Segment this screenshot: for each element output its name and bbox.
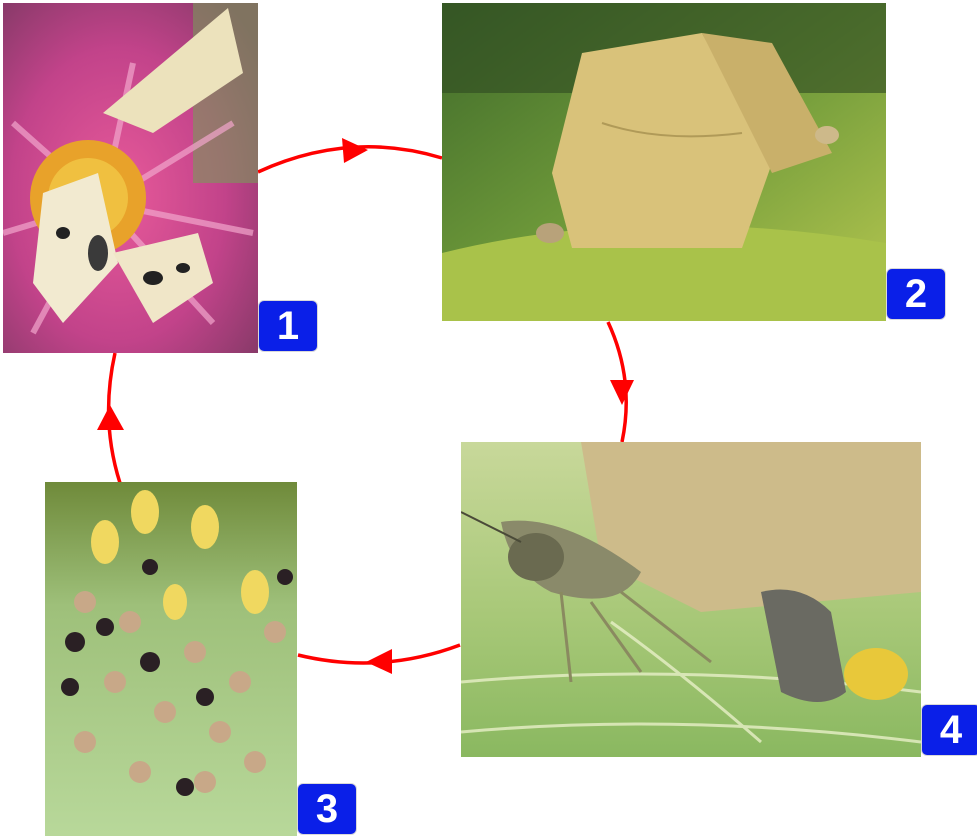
stage-2-badge: 2 [887, 269, 945, 319]
stage-4-photo [461, 442, 921, 757]
arrowhead-3-to-1 [97, 405, 124, 430]
arrowhead-1-to-2 [342, 138, 368, 163]
stage-2-photo [442, 3, 886, 321]
stage-4-badge: 4 [922, 705, 977, 755]
stage-3-badge: 3 [298, 784, 356, 834]
stage-3-photo [45, 482, 297, 836]
stage-1-photo [3, 3, 258, 353]
arrowhead-4-to-3 [366, 649, 392, 674]
arrowhead-2-to-4 [610, 380, 634, 405]
stage-1-badge: 1 [259, 301, 317, 351]
